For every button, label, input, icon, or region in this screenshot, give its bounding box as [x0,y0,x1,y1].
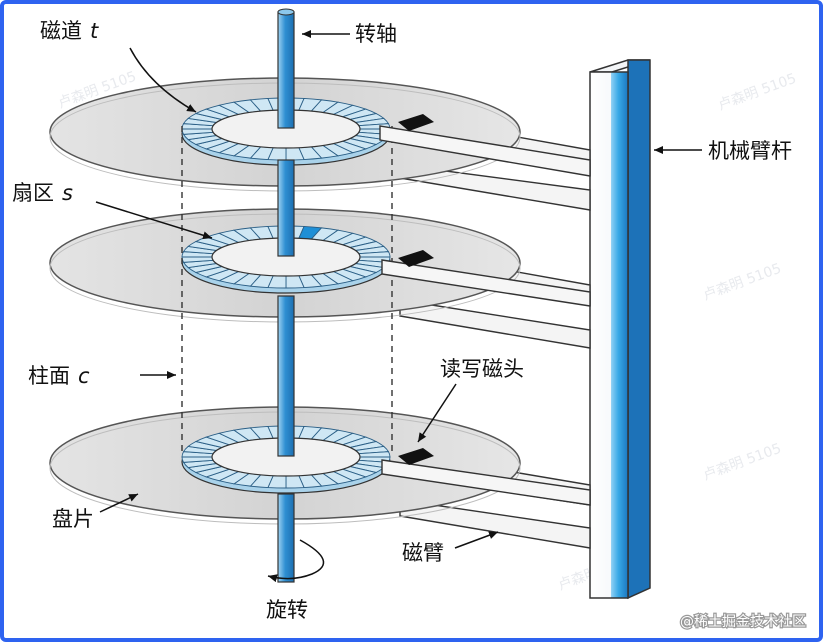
label-platter: 盘片 [52,507,94,531]
read-write-heads [398,114,434,465]
credit-text: @稀土掘金技术社区 [680,614,806,630]
rotation-arrow [267,539,325,583]
rw-head-2 [398,250,434,267]
track-ring-3 [181,425,391,494]
pointer-lines [95,30,702,549]
label-actuator-arm: 机械臂杆 [708,139,792,163]
label-rotation: 旋转 [266,598,308,622]
rw-head-3 [398,448,434,465]
label-rw-head: 读写磁头 [440,357,524,381]
rw-head-1 [398,114,434,131]
actuator-arm-bar [589,59,651,600]
label-spindle: 转轴 [355,22,397,46]
spindle [277,8,295,583]
track-rings [181,97,391,494]
arm-heads [379,125,591,506]
track-ring-1 [181,97,391,166]
label-arm: 磁臂 [402,541,444,565]
